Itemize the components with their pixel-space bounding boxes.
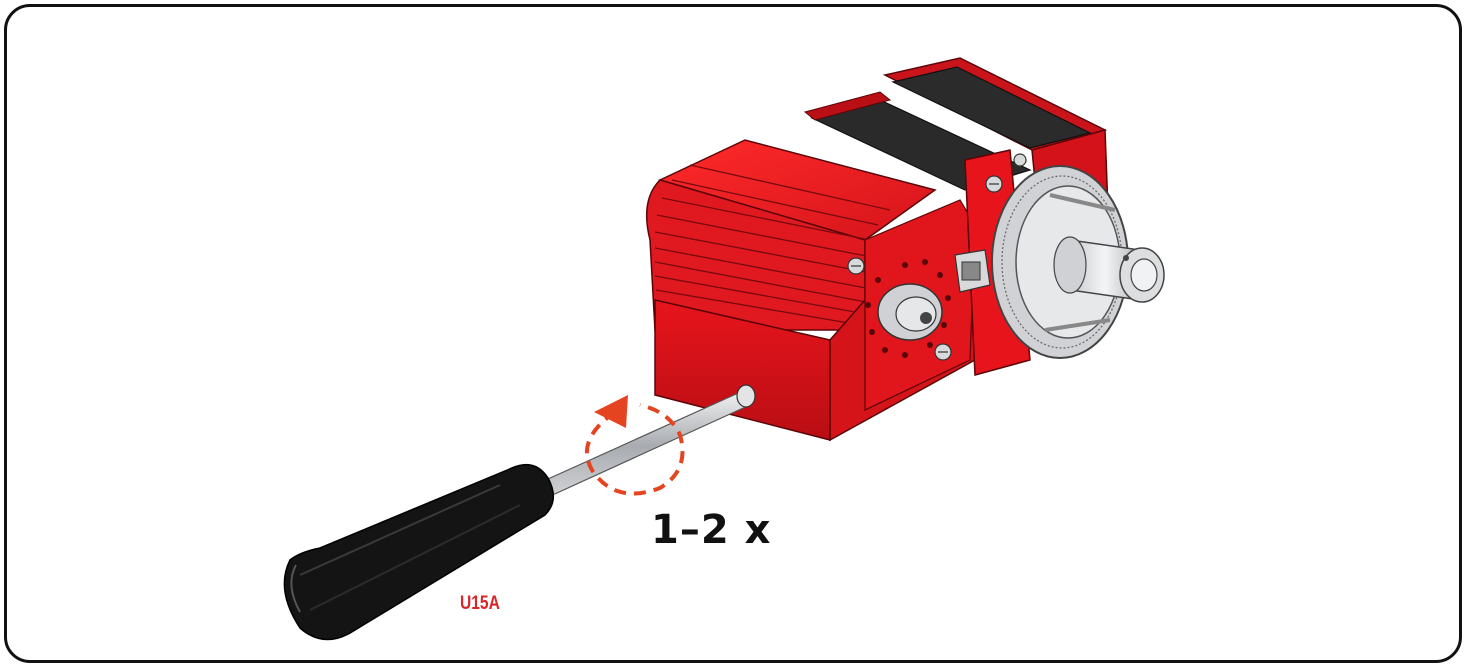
gearbox-housing	[645, 57, 1109, 442]
counterclockwise-arrow-icon	[585, 395, 685, 496]
repeat-count-label: 1–2 x	[651, 507, 772, 553]
tool-part-code: U15A	[460, 593, 500, 614]
handwheel	[991, 165, 1165, 359]
